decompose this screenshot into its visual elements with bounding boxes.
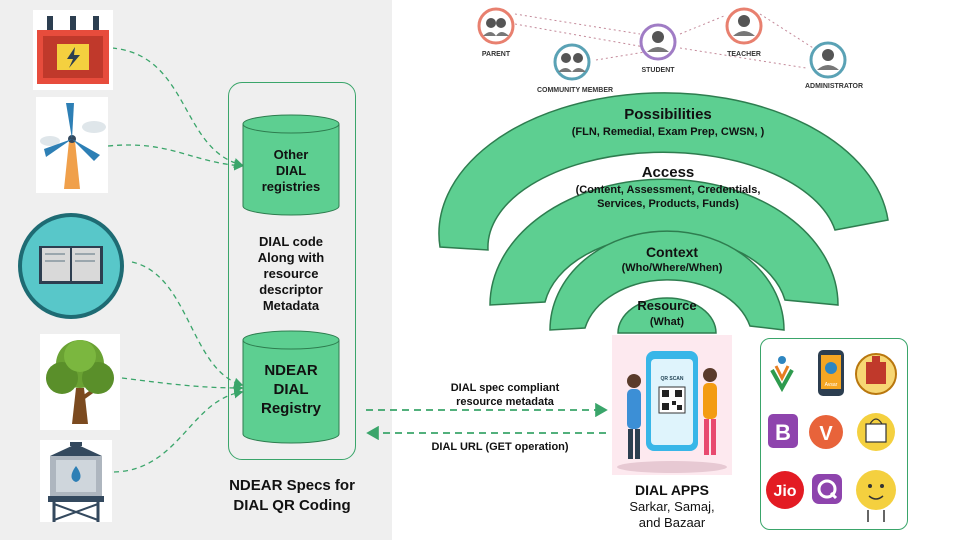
- kid-mascot-icon: [856, 470, 896, 522]
- jio-label: Jio: [773, 483, 796, 500]
- arc-context: [549, 230, 785, 331]
- avsar-label: Avsar: [825, 382, 838, 388]
- flow-label-dial-url: DIAL URL (GET operation): [431, 441, 569, 453]
- ndear-registry-cylinder: [242, 330, 340, 444]
- svg-text:V: V: [819, 423, 833, 445]
- possibilities-title: Possibilities: [624, 106, 712, 123]
- parent-avatar-icon: [477, 7, 515, 45]
- connector-windmill: [107, 144, 244, 171]
- tree-icon: [40, 334, 120, 430]
- context-subtitle: (Who/Where/When): [621, 262, 723, 274]
- dial-apps-subtitle: Sarkar, Samaj, and Bazaar: [629, 499, 715, 530]
- windmill-icon: [36, 97, 108, 193]
- role-network: [477, 7, 847, 81]
- ndear-specs-caption: NDEAR Specs for DIAL QR Coding: [229, 477, 355, 514]
- connector-book: [131, 261, 244, 388]
- role-student: STUDENT: [641, 67, 675, 74]
- flow-label-metadata: DIAL spec compliant resource metadata: [450, 382, 560, 408]
- community-avatar-icon: [553, 43, 591, 81]
- connector-water: [113, 388, 244, 473]
- layered-arcs: [438, 92, 889, 334]
- vedantu-logo-icon: V: [809, 415, 843, 449]
- transformer-icon: [33, 10, 113, 90]
- svg-text:B: B: [775, 420, 791, 445]
- registry-frame: [228, 82, 356, 460]
- book-icon: [18, 213, 124, 319]
- role-parent: PARENT: [481, 51, 511, 58]
- qr-scan-illustration: [612, 335, 732, 475]
- connector-transformer: [111, 47, 244, 169]
- resource-title: Resource: [637, 298, 697, 313]
- role-administrator: ADMINISTRATOR: [804, 83, 864, 90]
- teacher-avatar-icon: [725, 7, 763, 45]
- student-avatar-icon: [639, 23, 677, 61]
- diksha-logo-icon: [770, 356, 794, 393]
- water-tower-icon: [40, 440, 112, 522]
- jio-logo-icon: [766, 471, 804, 509]
- qr-scan-label: QR SCAN: [660, 376, 684, 382]
- access-subtitle: (Content, Assessment, Credentials, Servi…: [575, 184, 761, 210]
- other-registries-label: Other DIAL registries: [261, 147, 321, 194]
- byjus-logo-icon: B: [768, 414, 798, 448]
- role-teacher: TEACHER: [727, 51, 761, 58]
- dial-apps-title: DIAL APPS: [635, 482, 709, 498]
- access-title: Access: [641, 164, 695, 181]
- arc-resource: [617, 297, 717, 334]
- dial-code-description: DIAL code Along with resource descriptor…: [257, 234, 325, 313]
- other-registries-cylinder: [242, 114, 340, 216]
- app-logos: Avsar B V Jio: [766, 350, 897, 522]
- role-community-member: COMMUNITY MEMBER: [536, 87, 614, 94]
- connector-tree: [121, 377, 244, 394]
- administrator-avatar-icon: [809, 41, 847, 79]
- ndear-registry-label: NDEAR DIAL Registry: [260, 362, 322, 417]
- arc-possibilities: [438, 92, 889, 251]
- resource-subtitle: (What): [649, 316, 685, 328]
- tamilnadu-emblem-icon: [855, 353, 897, 395]
- context-title: Context: [645, 244, 699, 260]
- meesho-logo-icon: [812, 474, 842, 504]
- possibilities-subtitle: (FLN, Remedial, Exam Prep, CWSN, ): [571, 126, 765, 138]
- shopping-bag-icon: [857, 413, 895, 451]
- avsar-app-icon: [818, 350, 844, 396]
